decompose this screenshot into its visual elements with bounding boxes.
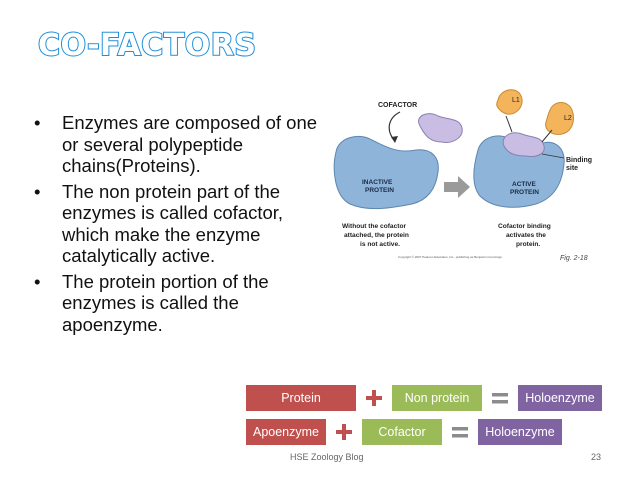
ligand-l1-label: L1 bbox=[512, 97, 520, 104]
ligand-l2-label: L2 bbox=[564, 115, 572, 122]
slide-number: 23 bbox=[591, 452, 602, 462]
cofactor-label: COFACTOR bbox=[378, 102, 417, 109]
equation-term-cofactor: Cofactor bbox=[362, 419, 442, 445]
binding-site-pointer bbox=[541, 153, 565, 159]
bullet-item: • The protein portion of the enzymes is c… bbox=[30, 271, 320, 336]
figure-number: Fig. 2-18 bbox=[560, 255, 588, 262]
cofactor-arrow bbox=[388, 111, 401, 141]
plus-icon bbox=[326, 419, 362, 445]
bound-cofactor-shape bbox=[502, 132, 545, 157]
equation-result-holoenzyme: Holoenzyme bbox=[518, 385, 602, 411]
bullet-dot: • bbox=[34, 270, 41, 292]
equation-term-protein: Protein bbox=[246, 385, 356, 411]
bullet-text: The non protein part of the enzymes is c… bbox=[62, 180, 284, 267]
inactive-label-1: INACTIVE bbox=[362, 179, 393, 186]
caption-right-1: Cofactor binding bbox=[498, 223, 551, 230]
inactive-label-2: PROTEIN bbox=[365, 187, 394, 194]
caption-left-2: attached, the protein bbox=[344, 232, 409, 239]
inactive-protein-shape bbox=[333, 136, 439, 210]
equation-term-non-protein: Non protein bbox=[392, 385, 482, 411]
caption-right-2: activates the bbox=[506, 232, 546, 239]
bullet-list: • Enzymes are composed of one or several … bbox=[30, 112, 320, 339]
active-label-2: PROTEIN bbox=[510, 189, 539, 196]
caption-left-3: is not active. bbox=[360, 241, 400, 248]
cofactor-shape bbox=[418, 113, 463, 143]
equation-result-holoenzyme: Holoenzyme bbox=[478, 419, 562, 445]
ligand-l1-arrow bbox=[505, 115, 513, 133]
bullet-item: • Enzymes are composed of one or several … bbox=[30, 112, 320, 177]
slide-title: CO-FACTORS bbox=[37, 27, 257, 64]
binding-site-label-1: Binding bbox=[566, 157, 592, 164]
bullet-text: Enzymes are composed of one or several p… bbox=[62, 112, 318, 176]
bullet-text: The protein portion of the enzymes is ca… bbox=[62, 270, 269, 335]
equals-icon bbox=[442, 419, 478, 445]
footer-source: HSE Zoology Blog bbox=[290, 452, 364, 462]
ligand-l2-shape bbox=[545, 102, 575, 135]
bullet-item: • The non protein part of the enzymes is … bbox=[30, 181, 320, 267]
equation-row: Protein Non protein Holoenzyme bbox=[246, 385, 602, 411]
caption-right-3: protein. bbox=[516, 241, 540, 248]
binding-site-label-2: site bbox=[566, 165, 578, 172]
bullet-dot: • bbox=[34, 180, 41, 202]
equation-term-apoenzyme: Apoenzyme bbox=[246, 419, 326, 445]
equals-icon bbox=[482, 385, 518, 411]
cofactor-figure: COFACTOR INACTIVE PROTEIN ACTIVE PROTEIN… bbox=[333, 89, 592, 262]
plus-icon bbox=[356, 385, 392, 411]
caption-left-1: Without the cofactor bbox=[342, 223, 406, 230]
arrow-head bbox=[391, 136, 398, 143]
bullet-dot: • bbox=[34, 112, 41, 133]
transition-arrow bbox=[444, 176, 470, 198]
ligand-l2-arrow bbox=[541, 129, 553, 143]
ligand-l1-shape bbox=[496, 89, 523, 115]
active-label-1: ACTIVE bbox=[512, 181, 537, 188]
copyright-text: Copyright © 2007 Pearson Education, Inc.… bbox=[398, 255, 503, 259]
equation-row: Apoenzyme Cofactor Holoenzyme bbox=[246, 419, 562, 445]
